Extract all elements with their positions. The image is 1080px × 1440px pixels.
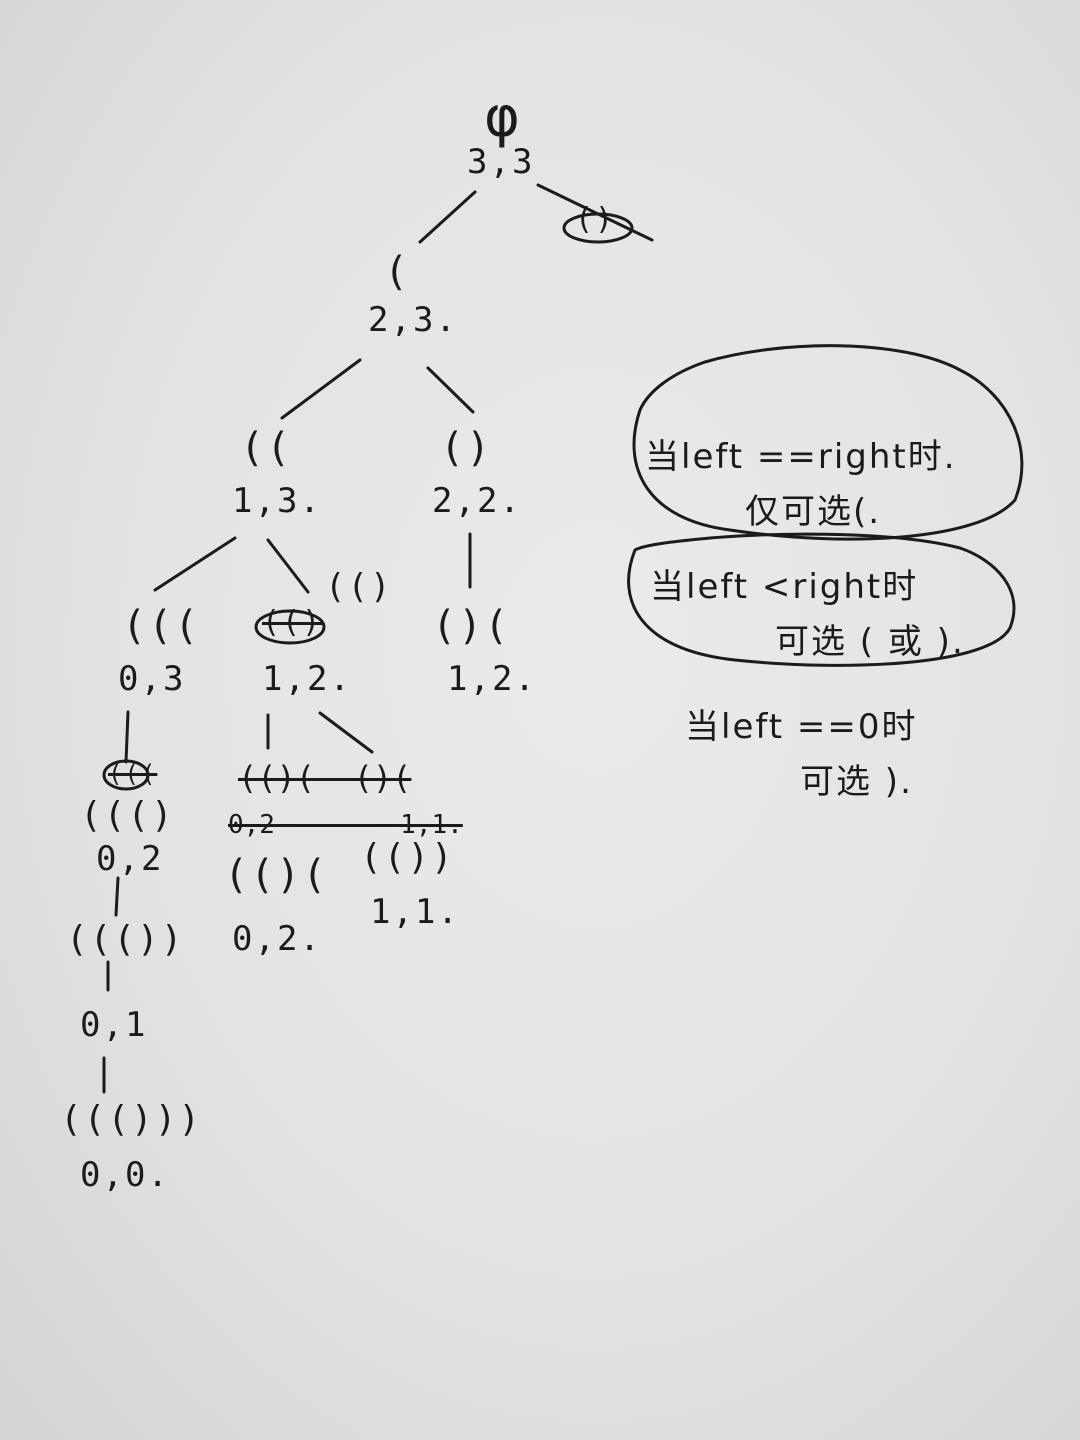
- n7-circle: [102, 759, 150, 791]
- rule2-line2: 可选 ( 或 ).: [775, 622, 965, 662]
- n1-count: 2,3.: [368, 300, 458, 340]
- root-empty-symbol: φ: [485, 85, 521, 150]
- edge-n2-n5: [266, 538, 310, 594]
- n8-count: 0,2.: [232, 919, 322, 959]
- n5-side-label: ((): [325, 567, 393, 607]
- n5-scribble-circle: [254, 609, 326, 645]
- n8-label: (()(: [224, 852, 329, 898]
- n8-struck-label: (()( ()(: [238, 759, 412, 797]
- n1-label: (: [384, 249, 411, 295]
- n11-label: ((())): [60, 1099, 203, 1140]
- n9-label: (()): [360, 837, 455, 878]
- edge-n7-n10: [114, 876, 120, 917]
- edge-n2-n4: [153, 536, 237, 592]
- edge-n5-n9: [318, 711, 374, 754]
- edge-n4-n7: [124, 710, 130, 764]
- root-crossed-branch: (): [575, 202, 616, 237]
- edge-root-n1: [418, 190, 477, 244]
- crossed-branch-scribble: [562, 212, 634, 244]
- edge-root-crossed: [536, 183, 654, 242]
- rule3-line1: 当left ==0时: [685, 707, 918, 747]
- edge-n1-n3: [426, 366, 475, 414]
- n10-label: ((()): [66, 919, 185, 960]
- n7-count: 0,2: [96, 839, 164, 879]
- rule1-line1: 当left ==right时.: [645, 437, 957, 477]
- rule2-outline: [627, 532, 1016, 667]
- n9-count: 1,1.: [370, 892, 460, 932]
- n10-count: 0,1: [80, 1005, 148, 1045]
- n3-label: (): [440, 425, 493, 471]
- rule2-line1: 当left <right时: [650, 567, 919, 607]
- n6-label: ()(: [432, 603, 511, 649]
- n5-count: 1,2.: [262, 659, 352, 699]
- n11-count: 0,0.: [80, 1155, 170, 1195]
- n4-count: 0,3: [118, 659, 186, 699]
- n6-count: 1,2.: [447, 659, 537, 699]
- n4-label: (((: [122, 603, 201, 649]
- rule1-outline: [632, 344, 1024, 541]
- n5-struck-label: ((): [262, 605, 323, 640]
- n8-struck-count: 0,2 1,1.: [228, 810, 463, 840]
- rule3-line2: 可选 ).: [800, 762, 913, 802]
- n7-crossed-label: (((: [108, 760, 158, 788]
- n7-label: (((): [80, 795, 175, 836]
- root-count: 3,3: [467, 142, 535, 182]
- n2-label: ((: [240, 425, 293, 471]
- n2-count: 1,3.: [232, 481, 322, 521]
- edge-n1-n2: [280, 358, 362, 420]
- n3-count: 2,2.: [432, 481, 522, 521]
- rule1-line2: 仅可选(.: [745, 492, 882, 532]
